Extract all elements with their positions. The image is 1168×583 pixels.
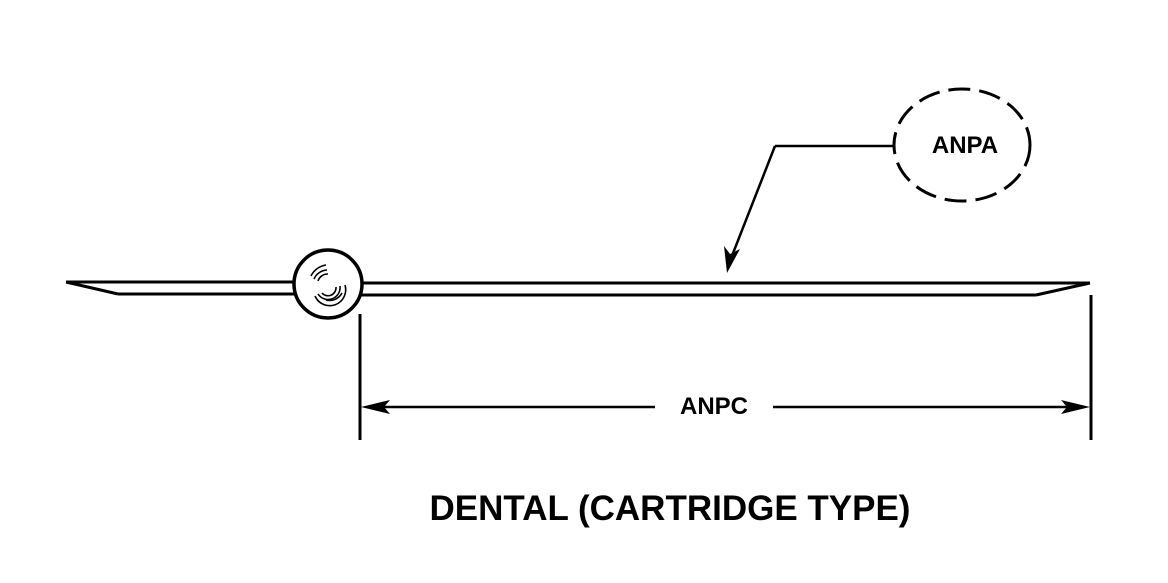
dimension-label: ANPC: [680, 393, 748, 420]
dimension-arrow-left: [361, 400, 390, 414]
dimension-extension-lines: [358, 295, 1093, 440]
dimension-arrow-right: [1061, 400, 1090, 414]
callout-arrow: [724, 246, 740, 273]
callout-circle: [892, 87, 1032, 203]
needle-hub: [292, 248, 364, 320]
dimension-line: [361, 400, 1090, 414]
needle-left-shaft: [65, 280, 296, 296]
callout-leader: [726, 144, 895, 267]
needle-right-shaft: [360, 281, 1091, 297]
diagram-caption: DENTAL (CARTRIDGE TYPE): [430, 489, 911, 528]
callout-label: ANPA: [932, 132, 998, 159]
